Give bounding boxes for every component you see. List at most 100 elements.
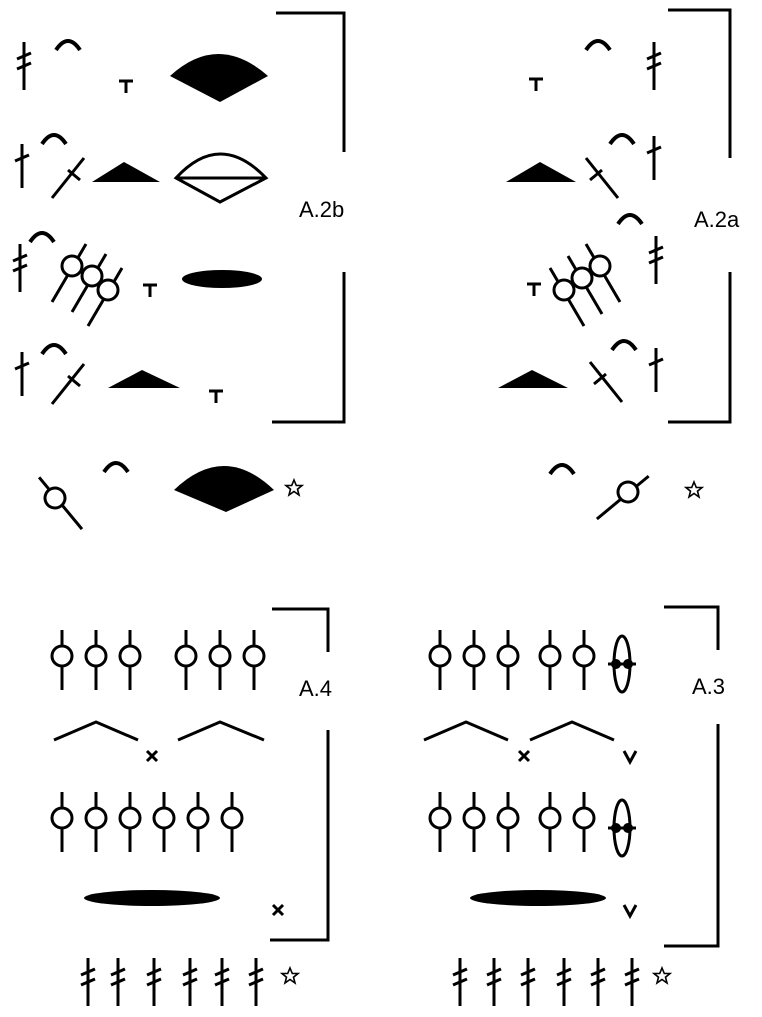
treble-crochet-icon [109,956,127,1008]
chain-chevron-icon [53,720,139,742]
popcorn-icon [84,628,108,692]
treble-crochet-icon [213,956,231,1008]
bracket-a2a [668,8,732,424]
treble-crochet-icon [485,956,503,1008]
increase-icon [622,749,638,764]
popcorn-icon [25,475,96,531]
treble-crochet-icon [647,234,665,286]
treble-crochet-icon [181,956,199,1008]
double-crochet-icon [645,134,663,182]
increase-icon [622,903,638,918]
bracket-a2b [272,11,346,424]
chart-a2a: A.2a [498,8,740,424]
popcorn-icon [572,790,596,854]
chart-a4: A.4 [50,607,332,1008]
cluster-fan-outline-icon [173,152,269,204]
treble-crochet-icon [451,956,469,1008]
chart-a2b: A.2b [11,11,346,424]
chain-arc-icon [616,213,644,226]
chain-arc-icon [610,339,638,352]
popcorn-icon [186,790,210,854]
diagonal-stitch-icon [588,360,624,404]
slip-stitch-oval-icon [182,270,262,288]
popcorn-icon [462,790,486,854]
single-crochet-icon [525,282,543,298]
start-row-left [25,461,303,531]
chain-space-triangle-icon [92,162,160,182]
popcorn-icon [118,790,142,854]
chain-space-triangle-icon [498,370,568,388]
popcorn-icon [428,790,452,854]
popcorn-icon [220,790,244,854]
chain-arc-icon [608,133,636,146]
treble-crochet-icon [11,242,29,294]
chain-arc-icon [548,463,576,476]
double-crochet-icon [13,142,31,190]
popcorn-icon [496,790,520,854]
picot-icon [608,634,636,694]
popcorn-icon [538,628,562,692]
single-crochet-icon [117,79,135,95]
chain-space-triangle-icon [108,370,180,388]
treble-crochet-icon [645,40,663,92]
label-a2b: A.2b [299,197,344,222]
diagonal-stitch-icon [50,362,86,406]
double-crochet-icon [647,346,665,394]
chain-arc-icon [28,231,56,244]
chain-arc-icon [40,343,68,356]
popcorn-icon [50,628,74,692]
popcorn-icon [208,628,232,692]
star-icon [285,479,303,496]
treble-crochet-icon [623,956,641,1008]
popcorn-icon [595,462,651,533]
slip-stitch-oval-icon [470,890,606,906]
popcorn-icon [118,628,142,692]
treble-crochet-icon [15,40,33,92]
treble-crochet-icon [145,956,163,1008]
label-a3: A.3 [692,674,725,699]
diagonal-stitch-icon [50,156,86,200]
slip-stitch-icon [145,749,159,763]
popcorn-icon [538,790,562,854]
single-crochet-icon [527,77,545,93]
single-crochet-icon [207,389,225,405]
popcorn-icon [572,628,596,692]
label-a4: A.4 [299,676,332,701]
popcorn-icon [242,628,266,692]
slip-stitch-icon [271,903,285,917]
treble-crochet-icon [79,956,97,1008]
star-icon [281,967,299,984]
treble-crochet-icon [589,956,607,1008]
bracket-a4 [270,607,330,942]
treble-crochet-icon [247,956,265,1008]
star-icon [685,481,703,498]
chain-arc-icon [584,39,612,52]
label-a2a: A.2a [694,207,740,232]
picot-icon [608,798,636,858]
popcorn-icon [50,790,74,854]
slip-stitch-oval-icon [84,890,220,906]
popcorn-icon [496,628,520,692]
chain-arc-icon [54,39,82,52]
star-icon [653,967,671,984]
cluster-fan-icon [170,54,268,102]
single-crochet-icon [141,283,159,299]
chain-arc-icon [102,461,130,474]
popcorn-icon [174,628,198,692]
bracket-a3 [664,605,720,948]
slip-stitch-icon [517,749,531,763]
popcorn-icon [84,790,108,854]
chain-space-triangle-icon [506,162,576,182]
chain-chevron-icon [177,720,265,742]
chart-a3: A.3 [423,605,725,1008]
cluster-fan-icon [174,466,274,512]
chain-arc-icon [40,133,68,146]
start-row-right [548,462,703,533]
chain-chevron-icon [423,720,509,742]
treble-crochet-icon [555,956,573,1008]
treble-crochet-icon [519,956,537,1008]
diagonal-stitch-icon [584,156,620,200]
popcorn-icon [462,628,486,692]
popcorn-icon [152,790,176,854]
